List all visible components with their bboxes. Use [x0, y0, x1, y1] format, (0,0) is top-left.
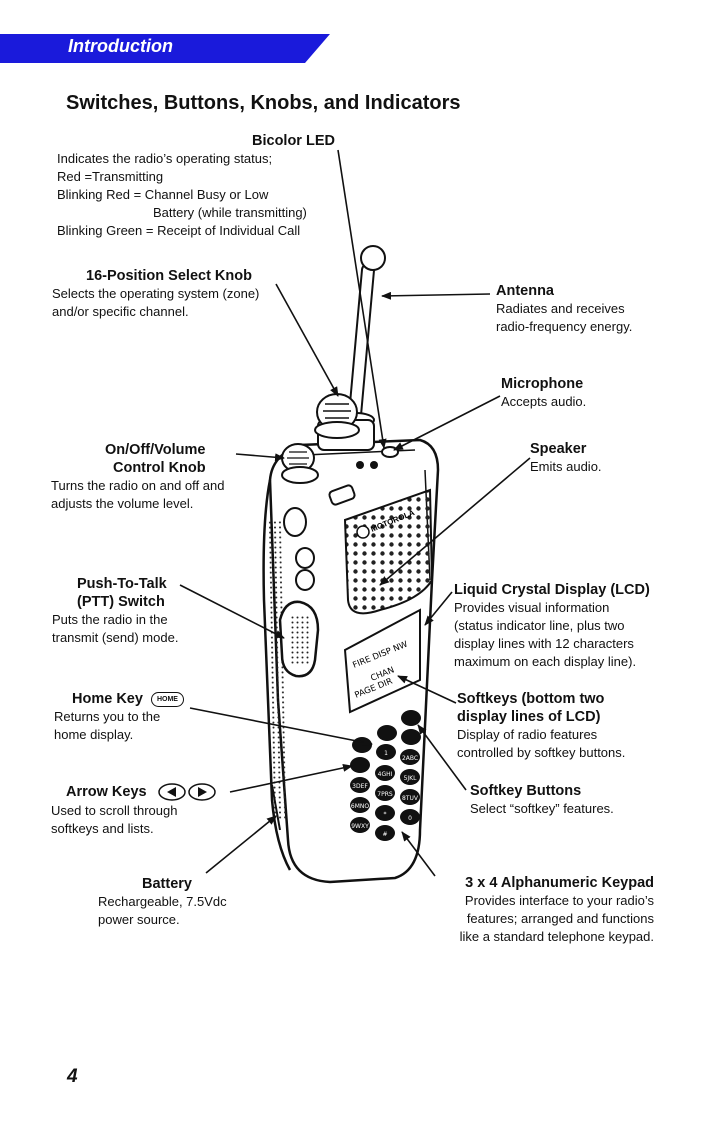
home-key-icon: HOME: [150, 691, 184, 707]
callout-battery-title: Battery: [142, 876, 192, 892]
callout-lcd-title: Liquid Crystal Display (LCD): [454, 582, 650, 598]
callout-battery-line-2: power source.: [98, 912, 180, 927]
callout-volume-line-1: Turns the radio on and off and: [51, 478, 225, 493]
callout-lcd-line-3: display lines with 12 characters: [454, 636, 634, 651]
key-3: 3DEF: [352, 783, 368, 790]
callout-speaker-title: Speaker: [530, 441, 587, 457]
callout-softkey-buttons-title: Softkey Buttons: [470, 783, 582, 799]
key-0: 0: [408, 815, 412, 822]
callout-led-line-2: Red =Transmitting: [57, 169, 164, 184]
key-pound: #: [382, 831, 387, 838]
arrow-right-key[interactable]: [401, 729, 421, 745]
callout-ptt: Push-To-Talk (PTT) Switch Puts the radio…: [52, 575, 178, 647]
select-knob[interactable]: [314, 393, 375, 451]
key-9: 9WXY: [351, 823, 369, 830]
leader-lines: [179, 149, 531, 877]
callout-keypad: 3 x 4 Alphanumeric Keypad Provides inter…: [420, 874, 654, 946]
callout-keypad-line-1: Provides interface to your radio’s: [464, 893, 654, 908]
callout-home-title-row: Home Key HOME: [72, 690, 184, 708]
callout-led-line-3: Blinking Red = Channel Busy or Low: [57, 187, 269, 202]
callout-led-title: Bicolor LED: [252, 133, 335, 149]
callout-arrow-line-2: softkeys and lists.: [51, 821, 154, 836]
softkey-button-left[interactable]: [352, 737, 372, 753]
callout-softkey-buttons-line-1: Select “softkey” features.: [470, 801, 614, 816]
callout-keypad-line-2: features; arranged and functions: [466, 911, 654, 926]
callout-softkeys: Softkeys (bottom two display lines of LC…: [457, 690, 625, 762]
callout-home-line-2: home display.: [54, 727, 134, 742]
arrow-keys-icon: [157, 783, 216, 801]
callout-select-knob: 16-Position Select Knob Selects the oper…: [52, 267, 259, 321]
callout-arrow-line-1: Used to scroll through: [51, 803, 178, 818]
section-header-label: Introduction: [68, 36, 173, 56]
page-number: 4: [67, 1066, 78, 1087]
callout-ptt-title-2: (PTT) Switch: [77, 594, 165, 610]
home-key[interactable]: [377, 725, 397, 741]
key-star: *: [384, 811, 387, 818]
callout-volume-title-2: Control Knob: [113, 460, 206, 476]
callout-home-title: Home Key: [72, 691, 143, 707]
callout-antenna-line-1: Radiates and receives: [496, 301, 625, 316]
lcd-display: FIRE DISP NW CHAN PAGE DIR: [343, 608, 421, 714]
callout-lcd-line-2: (status indicator line, plus two: [454, 618, 625, 633]
callout-led: Bicolor LED Indicates the radio’s operat…: [57, 132, 335, 240]
callout-speaker: Speaker Emits audio.: [530, 440, 602, 476]
callout-antenna-title: Antenna: [496, 283, 554, 299]
callout-lcd-line-4: maximum on each display line).: [454, 654, 637, 669]
callout-home-line-1: Returns you to the: [54, 709, 161, 724]
callout-ptt-line-2: transmit (send) mode.: [52, 630, 179, 645]
callout-microphone-title: Microphone: [501, 376, 584, 392]
callout-microphone: Microphone Accepts audio.: [501, 375, 586, 411]
callout-ptt-title-1: Push-To-Talk: [77, 576, 167, 592]
callout-volume-line-2: adjusts the volume level.: [51, 496, 194, 511]
section-header-shape: [0, 34, 330, 63]
key-5: 5JKL: [404, 775, 418, 782]
key-6: 6MNO: [351, 803, 369, 810]
callout-softkeys-line-2: controlled by softkey buttons.: [457, 745, 626, 760]
arrow-left-key[interactable]: [350, 757, 370, 773]
callout-led-line-5: Blinking Green = Receipt of Individual C…: [57, 223, 301, 238]
key-2: 2ABC: [402, 755, 418, 762]
battery-seam: [271, 784, 281, 831]
callout-led-line-1: Indicates the radio’s operating status;: [57, 151, 273, 166]
callout-volume-title-1: On/Off/Volume: [105, 442, 206, 458]
key-7: 7PRS: [377, 791, 393, 798]
callout-softkeys-line-1: Display of radio features: [457, 727, 598, 742]
softkey-button-right[interactable]: [401, 710, 421, 726]
callout-keypad-title: 3 x 4 Alphanumeric Keypad: [465, 875, 654, 891]
callout-select-knob-title: 16-Position Select Knob: [86, 268, 252, 284]
side-buttons[interactable]: [283, 484, 356, 591]
callout-select-knob-line-2: and/or specific channel.: [52, 304, 189, 319]
callout-antenna-line-2: radio-frequency energy.: [496, 319, 633, 334]
callout-softkeys-title-1: Softkeys (bottom two: [457, 691, 605, 707]
page-title: Switches, Buttons, Knobs, and Indicators: [66, 92, 461, 114]
key-1: 1: [384, 750, 388, 757]
keypad[interactable]: 1 2ABC 3DEF 4GHI 5JKL 6MNO 7PRS 8TUV 9WX…: [350, 710, 421, 841]
callout-lcd-line-1: Provides visual information: [454, 600, 610, 615]
callout-microphone-line-1: Accepts audio.: [501, 394, 587, 409]
callout-keypad-line-3: like a standard telephone keypad.: [459, 929, 654, 944]
callout-softkeys-title-2: display lines of LCD): [457, 709, 601, 725]
volume-knob[interactable]: [281, 443, 319, 484]
callout-speaker-line-1: Emits audio.: [530, 459, 602, 474]
speaker-grille: [343, 488, 434, 615]
key-8: 8TUV: [402, 795, 419, 802]
callout-lcd: Liquid Crystal Display (LCD) Provides vi…: [454, 581, 650, 671]
ptt-switch[interactable]: [278, 600, 320, 678]
callout-volume: On/Off/Volume Control Knob Turns the rad…: [51, 441, 224, 513]
callout-select-knob-line-1: Selects the operating system (zone): [52, 286, 260, 301]
callout-led-line-4: Battery (while transmitting): [153, 205, 307, 220]
callout-battery: Battery Rechargeable, 7.5Vdc power sourc…: [98, 875, 227, 929]
callout-ptt-line-1: Puts the radio in the: [52, 612, 168, 627]
callout-antenna: Antenna Radiates and receives radio-freq…: [496, 282, 632, 336]
callout-arrow: Arrow Keys Used to scroll through softke…: [51, 782, 219, 838]
key-4: 4GHI: [378, 771, 393, 778]
callout-arrow-title: Arrow Keys: [66, 783, 147, 800]
callout-home: Home Key HOME Returns you to the home di…: [54, 690, 184, 744]
callout-softkey-buttons: Softkey Buttons Select “softkey” feature…: [470, 782, 614, 818]
callout-arrow-title-row: Arrow Keys: [66, 782, 219, 802]
callout-battery-line-1: Rechargeable, 7.5Vdc: [98, 894, 227, 909]
section-header: Introduction: [0, 34, 330, 63]
